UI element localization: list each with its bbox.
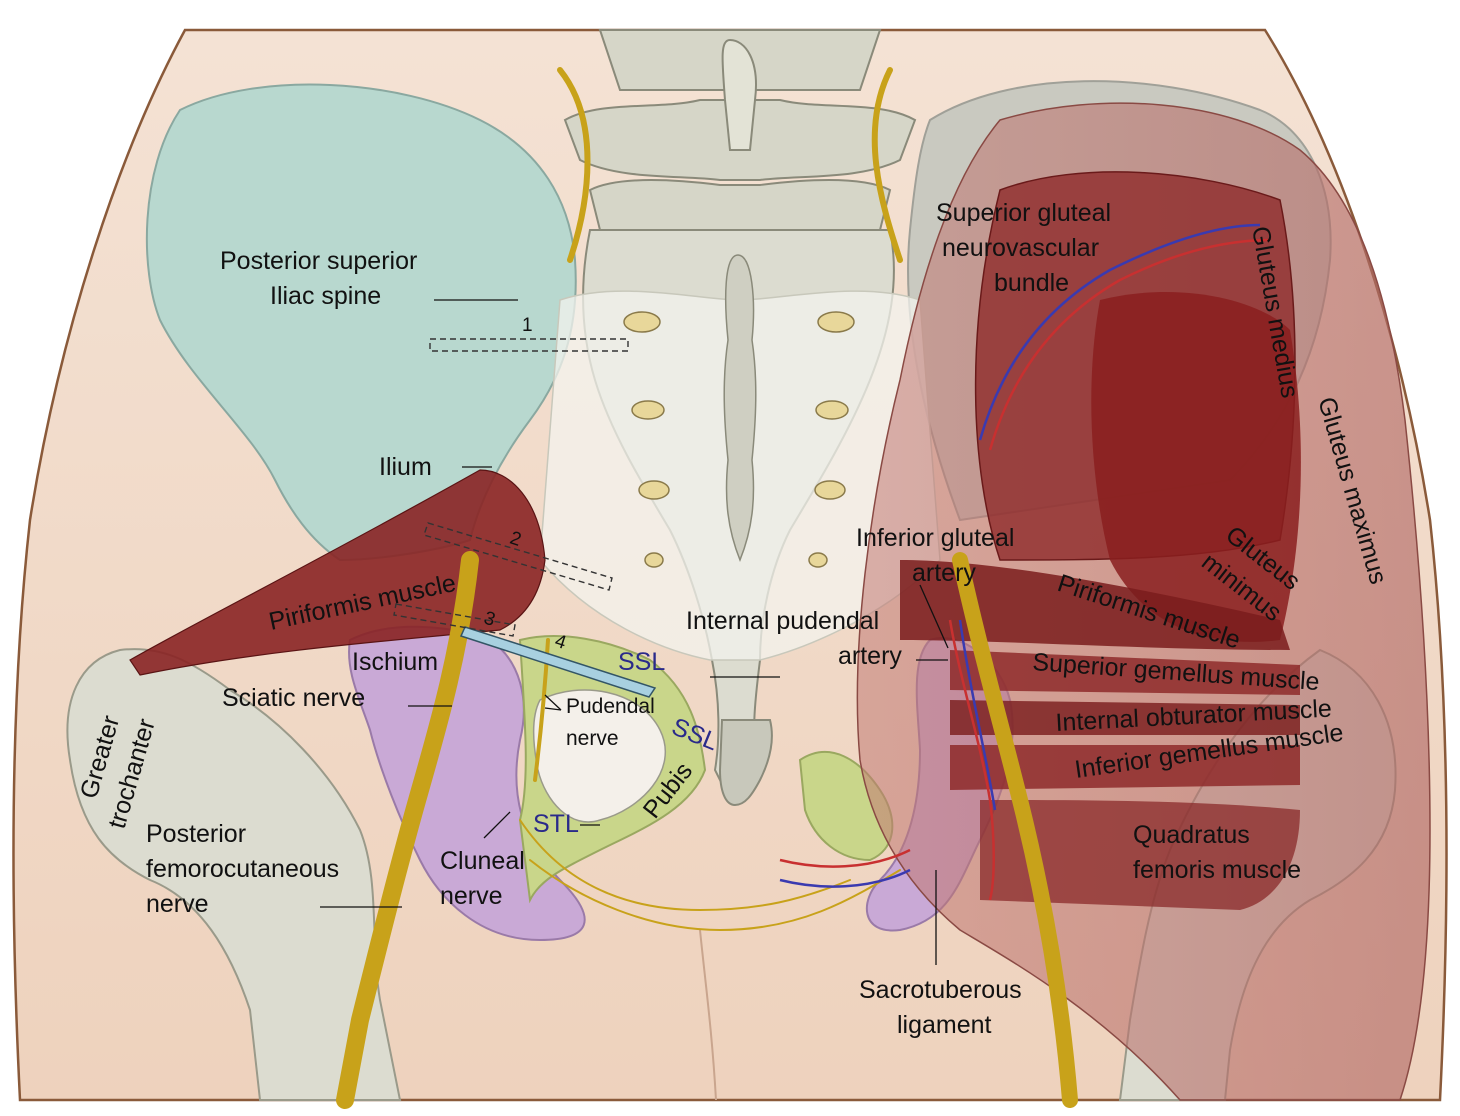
psis-label: Posterior superior [220, 247, 417, 275]
left-femur [66, 648, 402, 1101]
quadratus-femoris-muscle [980, 800, 1300, 910]
gluteal-vessels [779, 223, 1271, 901]
pudendal-nerve-label-line2: nerve [566, 727, 619, 750]
superior-gluteal-label: Superior gluteal [936, 199, 1111, 227]
sciatic-nerve-label: Sciatic nerve [222, 684, 365, 712]
gluteal-crease [699, 929, 717, 1101]
gluteus-minimus-muscle [1091, 291, 1301, 642]
inferior-gluteal-label: Inferior gluteal [856, 524, 1014, 552]
leader-lines [320, 299, 949, 965]
sacrotuberous-label: Sacrotuberous [859, 976, 1022, 1004]
internal-pudendal-label: Internal pudendal [686, 607, 879, 635]
ischium-label: Ischium [352, 648, 438, 676]
inferior-gemellus-muscle [950, 745, 1300, 790]
cluneal-nerve-label-line2: nerve [440, 882, 503, 910]
quadratus-femoris-label: Quadratus [1133, 821, 1250, 849]
zone-number-1: 1 [522, 315, 533, 336]
coccyx [718, 719, 773, 807]
ilium-label: Ilium [379, 453, 432, 481]
posterior-femorocutaneous-label-line3: nerve [146, 890, 209, 918]
sacral-crest [723, 254, 757, 563]
quadratus-femoris-label-line2: femoris muscle [1133, 856, 1301, 884]
superior-gluteal-label-line3: bundle [994, 269, 1069, 297]
posterior-femorocutaneous-label-line2: femorocutaneous [146, 855, 339, 883]
stl-label: STL [533, 810, 579, 838]
inferior-gluteal-label-line2: artery [912, 559, 976, 587]
right-piriformis-muscle [900, 560, 1290, 650]
superior-gluteal-label-line2: neurovascular [942, 234, 1099, 262]
posterior-femorocutaneous-label: Posterior [146, 820, 246, 848]
cluneal-nerve-label: Cluneal [440, 847, 525, 875]
psis-label-line2: Iliac spine [270, 282, 381, 310]
zone-boxes [393, 338, 629, 637]
superior-gemellus-muscle [950, 650, 1300, 695]
internal-pudendal-label-line2: artery [838, 642, 902, 670]
pudendal-nerve-label: Pudendal [566, 695, 655, 718]
sacrotuberous-label-line2: ligament [897, 1011, 992, 1039]
sacral-foramina [623, 311, 855, 568]
ssl-upper-label: SSL [618, 648, 665, 676]
internal-obturator-muscle [950, 700, 1300, 735]
sacrospinous-ligament-bar [459, 626, 657, 698]
lumbar-vertebrae [563, 29, 917, 231]
